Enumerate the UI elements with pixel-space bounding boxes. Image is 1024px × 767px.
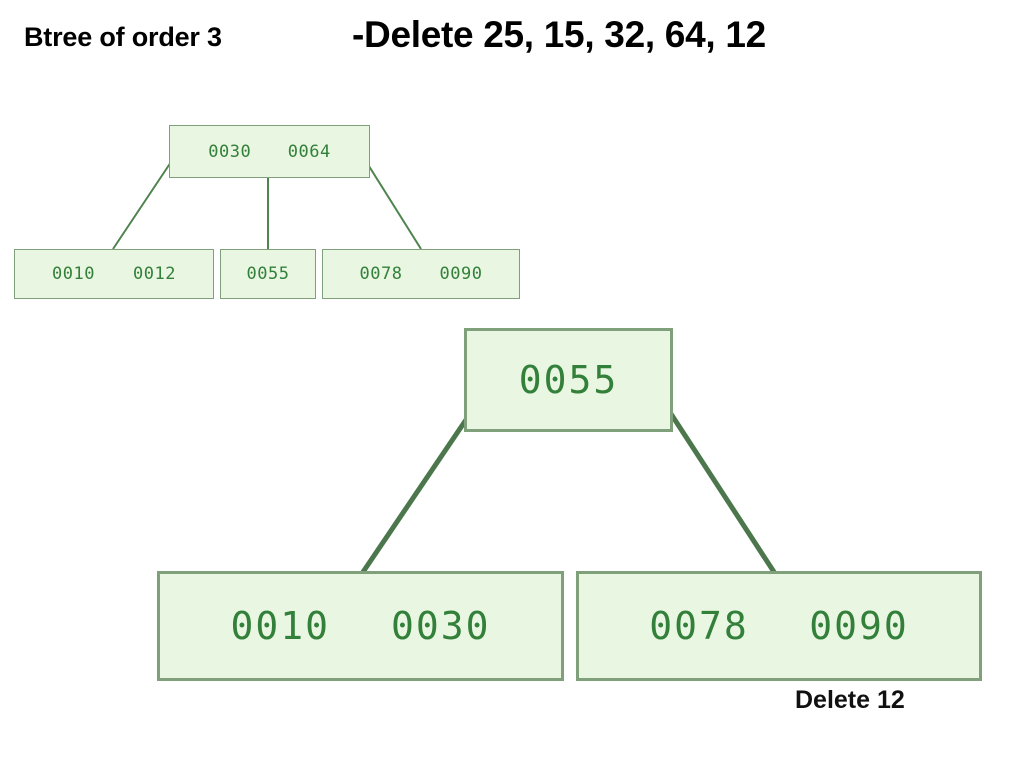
page-title-btree-order: Btree of order 3	[24, 22, 222, 52]
node-leaf-before-2: 0055	[220, 249, 316, 299]
node-key: 0055	[518, 358, 619, 402]
node-leaf-before-3: 0078 0090	[322, 249, 520, 299]
node-key: 0090	[439, 264, 483, 284]
node-key: 0030	[390, 604, 491, 648]
node-key: 0055	[246, 264, 290, 284]
node-key: 0078	[649, 604, 749, 648]
page-title-delete-sequence: -Delete 25, 15, 32, 64, 12	[352, 14, 766, 55]
node-key: 0090	[809, 604, 909, 648]
node-leaf-after-2: 0078 0090	[576, 571, 982, 681]
node-key: 0030	[208, 141, 252, 162]
caption-delete-step: Delete 12	[795, 686, 905, 714]
node-root-before: 0030 0064	[169, 125, 370, 178]
node-key: 0012	[133, 264, 176, 284]
node-key: 0078	[359, 264, 403, 284]
node-key: 0010	[230, 604, 330, 648]
node-key: 0010	[52, 264, 95, 284]
node-leaf-before-1: 0010 0012	[14, 249, 214, 299]
node-leaf-after-1: 0010 0030	[157, 571, 564, 681]
node-root-after: 0055	[464, 328, 673, 432]
node-key: 0064	[287, 141, 331, 162]
